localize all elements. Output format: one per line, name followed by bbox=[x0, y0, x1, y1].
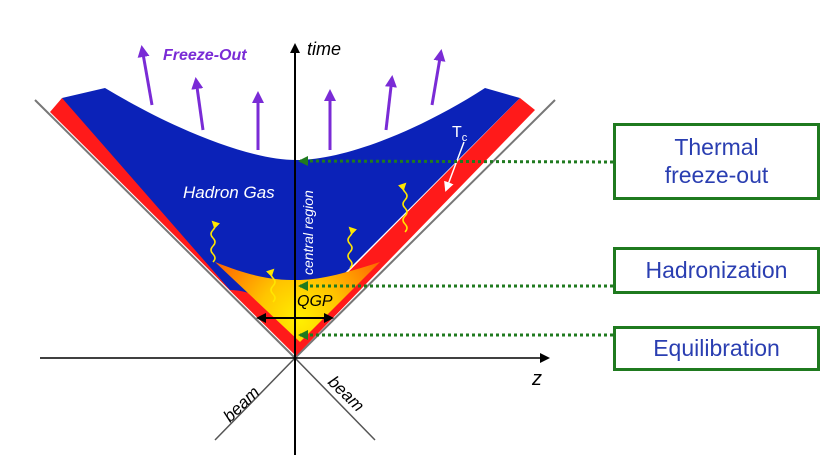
hadron-gas-label: Hadron Gas bbox=[183, 183, 275, 202]
light-cone-right-upper bbox=[294, 99, 556, 359]
freeze-out-arrows bbox=[137, 45, 446, 150]
dotted-connectors bbox=[298, 156, 614, 340]
hadronization-label: Hadronization bbox=[645, 256, 788, 283]
equilibration-label: Equilibration bbox=[653, 334, 780, 361]
hadron-gas-region bbox=[62, 88, 520, 318]
thermal-line1: Thermal bbox=[674, 133, 759, 160]
qgp-region bbox=[215, 262, 380, 342]
light-cone-left-lower bbox=[214, 357, 296, 441]
time-axis-label: time bbox=[307, 39, 341, 59]
z-axis-label: z bbox=[531, 368, 542, 390]
freeze-out-label: Freeze-Out bbox=[163, 47, 247, 64]
light-cone-right-lower bbox=[294, 357, 376, 441]
hadronization-box: Hadronization bbox=[613, 247, 820, 294]
central-region-label: central region bbox=[300, 190, 316, 275]
tc-label: Tc bbox=[452, 124, 468, 144]
qgp-label: QGP bbox=[297, 293, 333, 310]
thermal-line2: freeze-out bbox=[664, 161, 769, 188]
light-cone-left-upper bbox=[34, 99, 296, 359]
beam-left-label: beam bbox=[220, 383, 264, 426]
equilibration-box: Equilibration bbox=[613, 326, 820, 371]
photon-arrows bbox=[210, 182, 408, 303]
tc-arrow bbox=[444, 141, 465, 192]
thermal-freeze-out-box: Thermal freeze-out bbox=[613, 123, 820, 200]
